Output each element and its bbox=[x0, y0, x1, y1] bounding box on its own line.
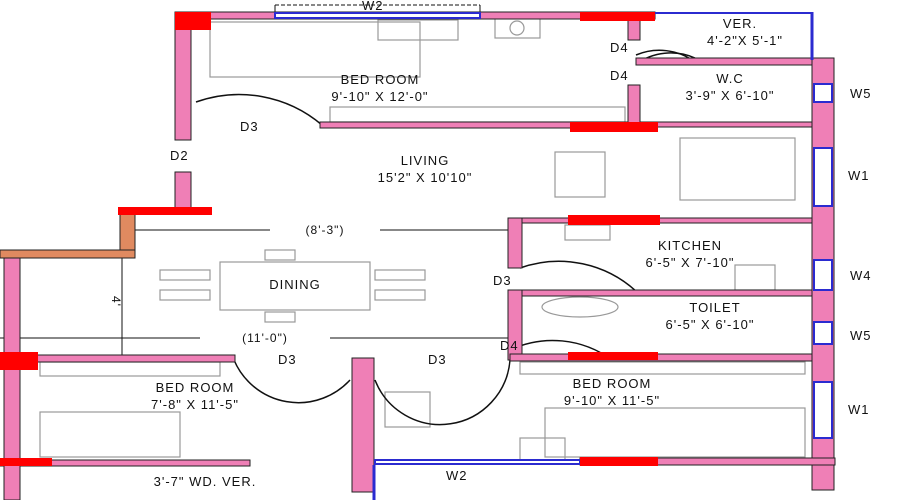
windows bbox=[274, 12, 833, 500]
wc-name: W.C bbox=[716, 71, 744, 86]
dimension-labels: (8'-3") (11'-0") 4' bbox=[109, 222, 380, 345]
window-label-w1: W1 bbox=[848, 402, 870, 417]
bedroom-right-name: BED ROOM bbox=[573, 376, 652, 391]
bedroom-top-size: 9'-10" X 12'-0" bbox=[331, 89, 428, 104]
door-label-d2: D2 bbox=[170, 148, 189, 163]
window-label-w2: W2 bbox=[362, 0, 384, 13]
door-labels: D3 D2 D4 D4 D3 D3 D3 D4 bbox=[170, 40, 629, 367]
columns bbox=[0, 12, 660, 466]
wc-size: 3'-9" X 6'-10" bbox=[686, 88, 775, 103]
bedroom-right-size: 9'-10" X 11'-5" bbox=[564, 393, 660, 408]
kitchen-size: 6'-5" X 7'-10" bbox=[646, 255, 735, 270]
window-label-w5: W5 bbox=[850, 328, 872, 343]
door-label-d4: D4 bbox=[610, 68, 629, 83]
door-label-d3: D3 bbox=[240, 119, 259, 134]
door-label-d3: D3 bbox=[493, 273, 512, 288]
dining-name: DINING bbox=[269, 277, 321, 292]
short-dimension: 4' bbox=[109, 296, 123, 307]
door-label-d4: D4 bbox=[610, 40, 629, 55]
dining-width-dimension: (8'-3") bbox=[306, 223, 345, 237]
living-name: LIVING bbox=[401, 153, 450, 168]
window-label-w5: W5 bbox=[850, 86, 872, 101]
living-size: 15'2" X 10'10" bbox=[378, 170, 473, 185]
door-label-d4: D4 bbox=[500, 338, 519, 353]
passage-width-dimension: (11'-0") bbox=[242, 331, 288, 345]
toilet-name: TOILET bbox=[689, 300, 740, 315]
room-labels: BED ROOM 9'-10" X 12'-0" VER. 4'-2"X 5'-… bbox=[151, 16, 783, 489]
window-labels: W2 W2 W5 W1 W4 W5 W1 bbox=[362, 0, 872, 483]
verandah-top-name: VER. bbox=[723, 16, 757, 31]
window-label-w1: W1 bbox=[848, 168, 870, 183]
bedroom-left-size: 7'-8" X 11'-5" bbox=[151, 397, 239, 412]
bedroom-left-name: BED ROOM bbox=[156, 380, 235, 395]
verandah-top-size: 4'-2"X 5'-1" bbox=[707, 33, 783, 48]
door-label-d3: D3 bbox=[428, 352, 447, 367]
bedroom-top-name: BED ROOM bbox=[341, 72, 420, 87]
window-label-w2: W2 bbox=[446, 468, 468, 483]
toilet-size: 6'-5" X 6'-10" bbox=[666, 317, 755, 332]
verandah-bottom-name: 3'-7" WD. VER. bbox=[154, 474, 257, 489]
kitchen-name: KITCHEN bbox=[658, 238, 722, 253]
window-label-w4: W4 bbox=[850, 268, 872, 283]
door-label-d3: D3 bbox=[278, 352, 297, 367]
